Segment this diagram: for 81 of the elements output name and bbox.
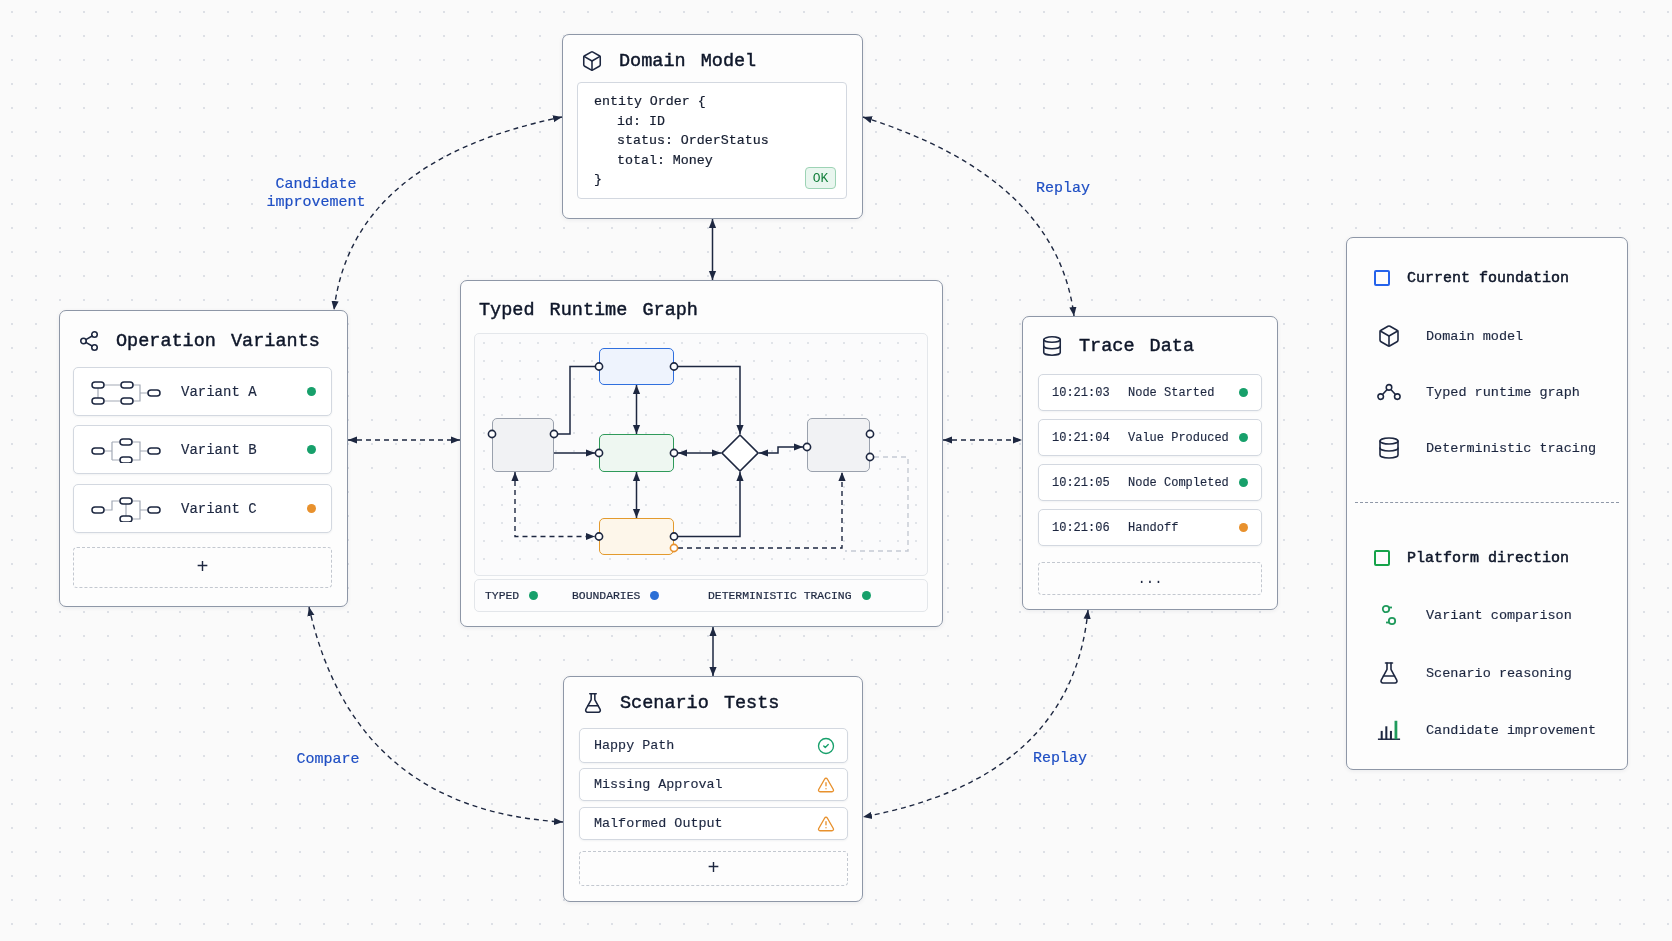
arrow: [677, 365, 744, 435]
panel-card: [59, 310, 348, 607]
panel-card: [563, 676, 863, 902]
process-box: [599, 518, 674, 555]
event-name: Value Produced: [1128, 430, 1229, 445]
dashed-arrow: [942, 436, 1023, 444]
add-button: +: [579, 851, 848, 886]
trace-row: [1038, 464, 1262, 501]
status-label: DETERMINISTIC TRACING: [708, 589, 852, 602]
process-box: [492, 418, 554, 472]
test-name: Missing Approval: [594, 777, 723, 792]
dashed-arrow: [862, 116, 1076, 317]
event-name: Node Started: [1128, 385, 1215, 400]
legend-heading: Current foundation: [1407, 269, 1570, 287]
trace-row: [1038, 509, 1262, 546]
legend-item: Candidate improvement: [1426, 722, 1597, 738]
process-box: [807, 418, 870, 472]
status-label: BOUNDARIES: [572, 589, 641, 602]
status-label: TYPED: [485, 589, 520, 602]
legend-heading: Platform direction: [1407, 549, 1570, 567]
trace-row: [1038, 374, 1262, 411]
test-name: Malformed Output: [594, 816, 723, 831]
timestamp: 10:21:05: [1052, 475, 1111, 490]
test-name: Happy Path: [594, 738, 675, 753]
variant-name: Variant C: [181, 500, 257, 517]
card-title: Trace Data: [1079, 335, 1195, 357]
panel-card: [460, 280, 943, 627]
dashed-arrow: [862, 609, 1091, 819]
code-line: status: OrderStatus: [617, 132, 769, 150]
status-strip: [474, 579, 928, 612]
dashed-arrow: [307, 606, 564, 825]
code-line: total: Money: [617, 151, 713, 170]
dashed-arrow: [332, 115, 563, 311]
panel-card: [1022, 316, 1278, 610]
arrow: [632, 471, 641, 519]
arrow: [677, 471, 744, 538]
status-badge: OK: [805, 167, 836, 189]
process-box: [599, 434, 674, 472]
variant-row: [73, 425, 332, 474]
card-title: Operation Variants: [116, 330, 320, 352]
dashed-connector-line: [844, 456, 909, 552]
legend-item: Variant comparison: [1426, 607, 1572, 623]
dashed-arrow: [677, 471, 846, 549]
test-row: [579, 768, 848, 801]
code-panel: [577, 82, 847, 199]
variant-name: Variant A: [181, 383, 257, 400]
dashed-arrow: [511, 471, 596, 541]
trace-row: [1038, 419, 1262, 456]
legend-item: Deterministic tracing: [1426, 440, 1597, 456]
variant-row: [73, 484, 332, 533]
code-line: id: ID: [617, 112, 665, 131]
arrow: [677, 449, 722, 457]
timestamp: 10:21:04: [1052, 430, 1111, 445]
card-title: Domain Model: [619, 50, 757, 72]
arrow: [553, 449, 596, 457]
event-name: Node Completed: [1128, 475, 1229, 490]
legend-item: Domain model: [1426, 328, 1524, 344]
code-line: }: [594, 171, 602, 189]
placeholder-field: ...: [1038, 562, 1262, 595]
arrow: [708, 218, 717, 281]
test-row: [579, 807, 848, 840]
code-line: entity Order {: [594, 93, 706, 111]
variant-row: [73, 367, 332, 416]
card-title: Scenario Tests: [620, 692, 780, 714]
panel-card: [562, 34, 863, 219]
variant-name: Variant B: [181, 441, 257, 458]
decision-diamond: [721, 434, 759, 472]
card-title: Typed Runtime Graph: [479, 299, 698, 321]
legend-item: Scenario reasoning: [1426, 665, 1572, 681]
timestamp: 10:21:06: [1052, 520, 1111, 535]
process-box: [599, 348, 674, 385]
arrow: [632, 384, 641, 435]
arrow: [709, 626, 717, 677]
dashed-arrow: [347, 436, 461, 444]
event-name: Handoff: [1128, 520, 1179, 535]
add-button: +: [73, 547, 332, 588]
test-row: [579, 728, 848, 763]
arrow: [758, 443, 804, 457]
legend-item: Typed runtime graph: [1426, 384, 1580, 400]
timestamp: 10:21:03: [1052, 385, 1111, 400]
port-link-line: [549, 362, 604, 439]
